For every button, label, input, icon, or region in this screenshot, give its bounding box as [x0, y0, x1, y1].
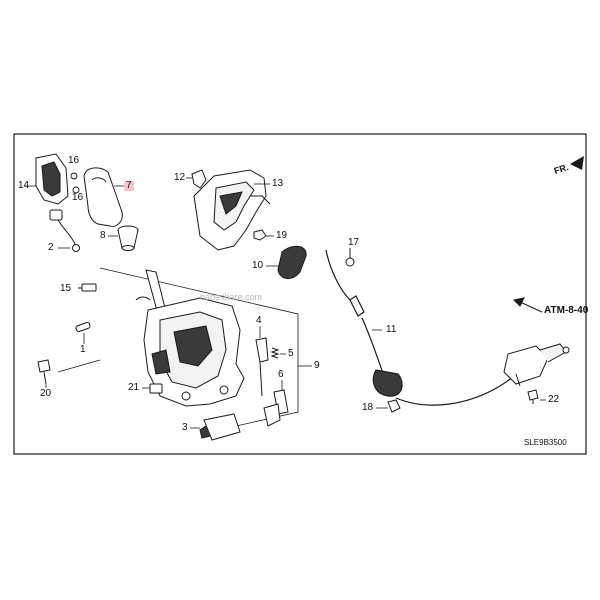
- callout-22: 22: [548, 394, 560, 405]
- part-5-spring: [270, 347, 280, 359]
- callout-14: 14: [18, 180, 30, 191]
- callout-21: 21: [128, 382, 140, 393]
- part-18-nut: [387, 399, 401, 413]
- part-14-indicator-panel: [35, 153, 69, 205]
- part-21-clip: [149, 383, 163, 394]
- callout-20: 20: [40, 388, 52, 399]
- callout-8: 8: [100, 230, 106, 241]
- callout-17: 17: [348, 237, 360, 248]
- part-2-harness: [49, 209, 80, 252]
- callout-3: 3: [182, 422, 188, 433]
- reference-label: ATM-8-40: [544, 305, 589, 316]
- callout-9: 9: [314, 360, 320, 371]
- part-4-lever: [255, 337, 269, 397]
- callout-19: 19: [276, 230, 288, 241]
- callout-11: 11: [386, 324, 397, 335]
- callout-10: 10: [252, 260, 264, 271]
- part-10-pad: [277, 245, 307, 279]
- callout-15: 15: [60, 283, 72, 294]
- callout-6: 6: [278, 369, 284, 380]
- part-3-solenoid: [199, 413, 241, 441]
- callout-5: 5: [288, 348, 294, 359]
- callout-13: 13: [272, 178, 284, 189]
- part-6-linkage: [263, 389, 289, 427]
- diagram-frame: [13, 133, 587, 455]
- callout-16b: 16: [72, 192, 84, 203]
- callout-12: 12: [174, 172, 186, 183]
- reference-arrow: [512, 297, 543, 313]
- part-22-bolt: [527, 389, 539, 404]
- callout-7: 7: [124, 180, 134, 191]
- shifter-assembly: [135, 269, 245, 407]
- front-arrow: [570, 156, 584, 170]
- part-13-console: [193, 169, 271, 251]
- part-12-clip: [191, 169, 207, 189]
- part-1-pin: [75, 321, 91, 333]
- callout-18: 18: [362, 402, 374, 413]
- part-19-nut: [253, 229, 267, 241]
- part-20-bolt: [37, 359, 51, 385]
- watermark: babeshare.com: [200, 292, 263, 302]
- cable-bracket: [503, 343, 570, 387]
- part-11-shift-cable: [325, 249, 525, 406]
- part-7-shift-knob: [83, 167, 123, 227]
- callout-1: 1: [80, 344, 86, 355]
- part-17-nut: [345, 248, 355, 267]
- part-16-screws: [70, 172, 80, 194]
- callout-2: 2: [48, 242, 54, 253]
- diagram-code: SLE9B3500: [524, 438, 567, 447]
- part-15-bolt: [78, 283, 97, 292]
- part-8-knob-collar: [117, 225, 139, 251]
- callout-16a: 16: [68, 155, 80, 166]
- callout-4: 4: [256, 315, 262, 326]
